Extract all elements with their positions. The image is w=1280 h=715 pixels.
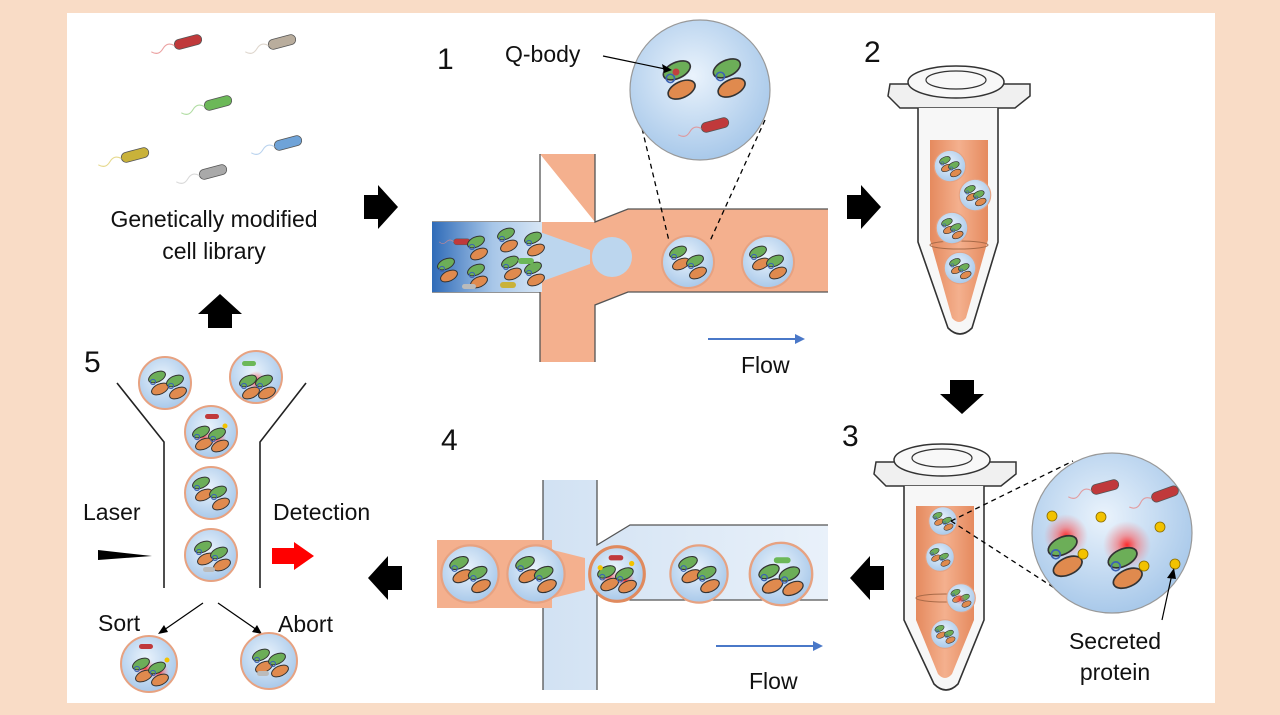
step-arrow-icon [940,380,984,414]
step-number-3: 3 [842,420,859,453]
droplet-sorter [98,350,314,693]
abort-label: Abort [278,611,333,637]
step-number-5: 5 [84,346,101,379]
step-number-2: 2 [864,36,881,69]
sort-label: Sort [98,610,141,636]
droplet-icon [742,236,794,288]
bacterium-icon [96,145,151,171]
flow-label-top: Flow [741,352,790,378]
bacterium-icon [243,32,298,58]
bacterium-icon [174,162,229,188]
tube-icon [873,443,1193,691]
bacterium-icon [249,133,304,159]
step-arrow-icon [368,556,402,600]
laser-label: Laser [83,499,141,525]
flow-label-bottom: Flow [749,668,798,694]
secreted-protein-label: Secreted protein [1068,628,1162,685]
droplet-zoom [629,19,771,161]
detection-arrow-icon [272,542,314,570]
droplet-icon [662,236,714,288]
step-arrow-icon [850,556,884,600]
step-arrow-icon [198,294,242,328]
bacterium-icon [179,93,234,119]
secreted-protein-icon [1046,510,1181,572]
cell-library [96,32,304,188]
droplet-merging-chip [437,480,828,690]
step-arrow-icon [847,185,881,229]
laser-beam-icon [98,550,152,560]
droplet-generator-chip [432,19,828,362]
q-body-label: Q-body [505,41,581,67]
detection-label: Detection [273,499,371,525]
library-label: Genetically modified cell library [110,206,318,264]
step-number-1: 1 [437,43,454,76]
step-arrow-icon [364,185,398,229]
step-number-4: 4 [441,424,458,457]
bacterium-icon [149,32,204,58]
tube-icon [887,65,1031,335]
